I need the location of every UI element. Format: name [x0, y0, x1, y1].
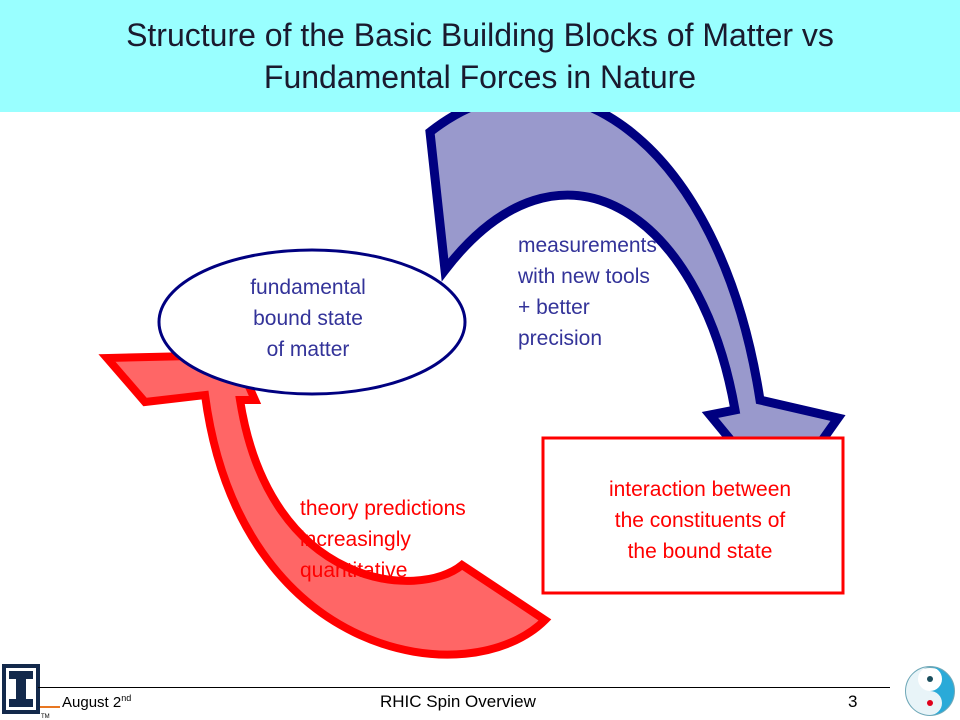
yin-yang-logo [905, 666, 955, 716]
theory-label: theory predictions increasingly quantita… [300, 493, 530, 586]
slide-title-line1: Structure of the Basic Building Blocks o… [126, 17, 834, 53]
theory-label-line1: theory predictions [300, 497, 466, 520]
svg-text:TM: TM [41, 714, 50, 720]
footer-divider [38, 687, 890, 688]
illinois-block-i-logo: TM [2, 664, 60, 720]
page-number: 3 [848, 692, 858, 711]
footer-date-text: August 2 [62, 694, 122, 711]
theory-label-line2: increasingly [300, 528, 411, 551]
ellipse-label-line3: of matter [266, 338, 350, 361]
ellipse-label-line2: bound state [253, 307, 363, 330]
interaction-label-line1: interaction between [608, 478, 792, 501]
interaction-label-line2: the constituents of [614, 509, 786, 532]
cycle-diagram [98, 112, 846, 659]
ellipse-label: fundamental bound state of matter [198, 272, 418, 365]
theory-label-line3: quantitative [300, 559, 408, 582]
bound-state-ellipse [157, 248, 467, 396]
measurements-label-line4: precision [518, 327, 603, 350]
interaction-box [541, 436, 845, 595]
interaction-label-line3: the bound state [627, 540, 773, 563]
measurements-label-line2: with new tools [518, 265, 650, 288]
title-bar: Structure of the Basic Building Blocks o… [0, 0, 960, 112]
footer-date-suffix: nd [121, 693, 132, 703]
measurements-label: measurements with new tools + better pre… [518, 230, 718, 354]
interaction-label: interaction between the constituents of … [548, 474, 852, 567]
slide-title: Structure of the Basic Building Blocks o… [86, 14, 874, 98]
ellipse-label-line1: fundamental [250, 276, 366, 299]
measurements-label-line1: measurements [518, 234, 657, 257]
slide-title-line2: Fundamental Forces in Nature [263, 59, 697, 95]
measurements-label-line3: + better [518, 296, 590, 319]
red-arrow [98, 350, 552, 659]
footer-title: RHIC Spin Overview [380, 692, 536, 711]
footer-date: August 2nd [62, 693, 131, 711]
